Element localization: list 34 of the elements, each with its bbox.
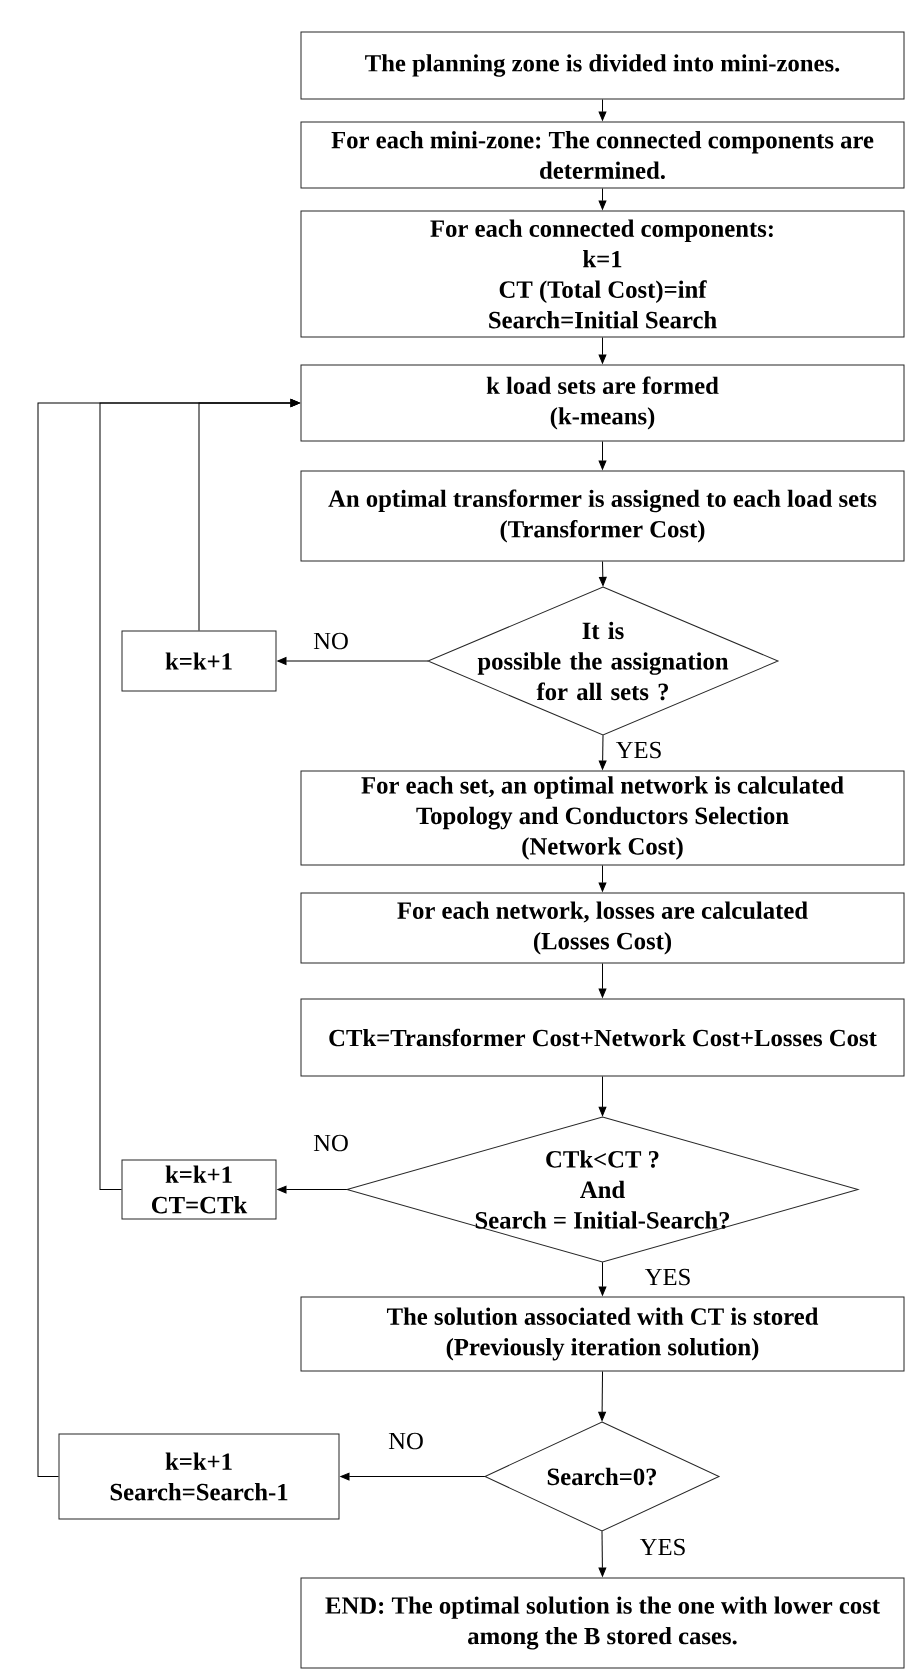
- process-box: The solution associated with CT is stored (Previously iteration solution): [300, 1296, 905, 1372]
- process-box: k=k+1 Search=Search-1: [58, 1433, 340, 1520]
- process-box: END: The optimal solution is the one with lower cost among the B stored cases.: [300, 1577, 905, 1669]
- edge-label: NO: [312, 631, 350, 651]
- edge-label: YES: [614, 740, 664, 760]
- arrow: [598, 188, 607, 210]
- edge-label: YES: [643, 1267, 693, 1287]
- process-box: k load sets are formed (k-means): [300, 364, 905, 442]
- arrow: [598, 865, 607, 892]
- process-box: The planning zone is divided into mini-zones.: [300, 31, 905, 100]
- process-box: For each connected components: k=1 CT (Total Cost)=inf Search=Initial Search: [300, 210, 905, 338]
- arrow: [598, 734, 607, 770]
- edge-label: YES: [638, 1537, 688, 1557]
- arrow: [37, 399, 300, 1477]
- process-box: For each set, an optimal network is calculated Topology and Conductors Selection (Network Cost): [300, 770, 905, 866]
- process-box: CTk=Transformer Cost+Network Cost+Losses Cost: [300, 998, 905, 1077]
- arrow: [598, 441, 607, 470]
- arrow: [598, 1261, 607, 1296]
- arrow: [598, 1076, 607, 1116]
- arrow: [598, 99, 607, 121]
- arrow: [598, 963, 607, 998]
- process-box: k=k+1 CT=CTk: [121, 1159, 277, 1220]
- arrow: [598, 1371, 606, 1421]
- process-box: For each network, losses are calculated (Losses Cost): [300, 892, 905, 964]
- arrow: [598, 337, 607, 364]
- process-box: k=k+1: [121, 630, 277, 692]
- edge-label: NO: [387, 1431, 425, 1451]
- arrow: [598, 561, 607, 586]
- arrow: [277, 657, 429, 665]
- arrow: [277, 1185, 348, 1194]
- process-box: An optimal transformer is assigned to each load sets (Transformer Cost): [300, 470, 905, 562]
- process-box: For each mini-zone: The connected components are determined.: [300, 121, 905, 189]
- arrow: [340, 1472, 486, 1481]
- arrow: [598, 1530, 607, 1577]
